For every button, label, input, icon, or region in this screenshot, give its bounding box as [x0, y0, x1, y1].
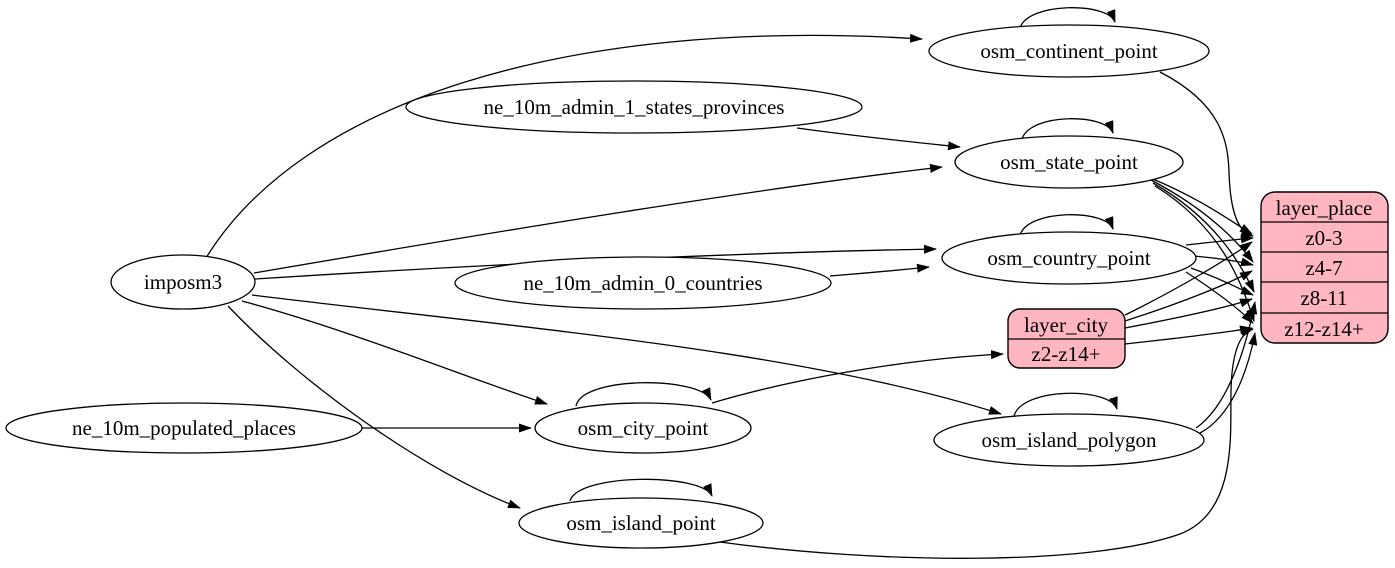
edge-imposm3-osm_city_point: [241, 300, 548, 405]
ne_10m_admin_1_states_provinces-shape: [405, 80, 863, 134]
osm_island_polygon-shape: [933, 413, 1205, 467]
imposm3-shape: [110, 254, 256, 310]
edge-osm_country_point-layer_place-z12-z14: [1185, 271, 1254, 324]
node-ne_10m_admin_1_states_provinces: ne_10m_admin_1_states_provinces: [405, 80, 863, 134]
node-imposm3: imposm3: [110, 254, 256, 310]
selfloop-osm_country_point: [1019, 214, 1114, 236]
edge-layer_city-layer_place-z4-7: [1124, 270, 1253, 322]
osm_island_point-label: osm_island_point: [566, 511, 716, 535]
selfloop-osm_city_point: [575, 382, 712, 407]
node-osm_state_point: osm_state_point: [954, 135, 1184, 189]
layer_place-box: [1260, 191, 1389, 344]
layer_place-row-z8-11: z8-11: [1300, 286, 1347, 310]
node-osm_continent_point: osm_continent_point: [928, 24, 1210, 78]
osm_country_point-shape: [941, 231, 1197, 285]
edge-layer_city-layer_place-z0-3: [1124, 241, 1253, 316]
selfloop-osm_state_point: [1021, 118, 1114, 140]
layer_city-title: layer_city: [1024, 313, 1108, 337]
selfloop-osm_island_point: [569, 478, 713, 502]
edge-osm_state_point-layer_place-z8-11: [1152, 182, 1255, 293]
osm_continent_point-shape: [928, 24, 1210, 78]
edge-ne_10m_admin_1_states_provinces-osm_state_point: [796, 127, 961, 151]
edge-ne_10m_admin_0_countries-osm_country_point: [829, 263, 930, 277]
osm_city_point-shape: [534, 402, 752, 454]
node-osm_island_polygon: osm_island_polygon: [933, 413, 1205, 467]
edge-imposm3-osm_island_polygon: [251, 294, 1002, 415]
edge-osm_state_point-layer_place-z4-7: [1150, 179, 1254, 263]
ne_10m_populated_places-label: ne_10m_populated_places: [72, 416, 296, 440]
edge-osm_island_polygon-layer_place-z12-z14: [1199, 332, 1258, 434]
layer_city-row-z2-z14: z2-z14+: [1032, 342, 1101, 366]
selfloop-osm_island_polygon: [1013, 392, 1118, 417]
node-osm_island_point: osm_island_point: [518, 497, 764, 549]
ne_10m_populated_places-shape: [5, 402, 363, 454]
layer_place-title: layer_place: [1276, 196, 1373, 220]
layer_place-row-z12-z14: z12-z14+: [1284, 317, 1363, 341]
edge-osm_island_polygon-layer_place-z8-11: [1195, 301, 1258, 429]
osm_state_point-shape: [954, 135, 1184, 189]
layer_place-row-z4-7: z4-7: [1305, 256, 1342, 280]
ne_10m_admin_0_countries-label: ne_10m_admin_0_countries: [523, 271, 762, 295]
edge-osm_country_point-layer_place-z0-3: [1185, 234, 1254, 246]
osm_country_point-label: osm_country_point: [987, 246, 1150, 270]
selfloop-osm_continent_point: [1019, 7, 1116, 29]
edges: [205, 7, 1258, 559]
edge-osm_country_point-layer_place-z8-11: [1190, 267, 1254, 296]
edge-imposm3-osm_state_point: [253, 163, 943, 274]
osm_city_point-label: osm_city_point: [578, 416, 709, 440]
node-ne_10m_admin_0_countries: ne_10m_admin_0_countries: [454, 256, 832, 310]
osm_continent_point-label: osm_continent_point: [980, 39, 1157, 63]
osm_island_polygon-label: osm_island_polygon: [981, 428, 1157, 452]
record-layer_city: layer_city z2-z14+: [1007, 308, 1126, 369]
edge-osm_continent_point-layer_place-z0-3: [1159, 71, 1254, 238]
node-osm_city_point: osm_city_point: [534, 402, 752, 454]
ne_10m_admin_0_countries-shape: [454, 256, 832, 310]
edge-osm_state_point-layer_place-z0-3: [1147, 176, 1253, 235]
edge-layer_city-layer_place-z8-11: [1124, 298, 1253, 329]
node-ne_10m_populated_places: ne_10m_populated_places: [5, 402, 363, 454]
osm_island_point-shape: [518, 497, 764, 549]
edge-layer_city-layer_place-z12-z14: [1124, 325, 1253, 345]
edge-osm_island_point-layer_place-z12-z14: [719, 328, 1254, 559]
edge-imposm3-osm_continent_point: [205, 33, 923, 259]
imposm3-label: imposm3: [144, 270, 222, 294]
osm_state_point-label: osm_state_point: [1000, 150, 1138, 174]
edge-osm_city_point-layer_city: [711, 350, 1004, 404]
layer_place-row-z0-3: z0-3: [1305, 226, 1342, 250]
record-layer_place: layer_place z0-3 z4-7 z8-11 z12-z14+: [1260, 191, 1389, 344]
ne_10m_admin_1_states_provinces-label: ne_10m_admin_1_states_provinces: [484, 95, 785, 119]
edge-osm_country_point-layer_place-z4-7: [1193, 255, 1254, 267]
edge-imposm3-osm_island_point: [227, 305, 521, 509]
node-osm_country_point: osm_country_point: [941, 231, 1197, 285]
